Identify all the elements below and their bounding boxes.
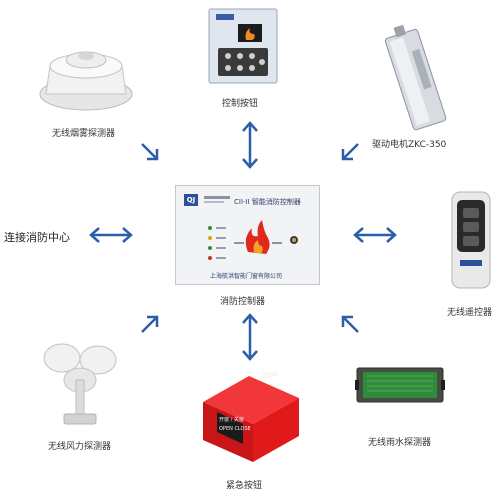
emergency-button-face-bottom: OPEN CLOSE [219, 426, 251, 432]
drive-motor-device [368, 22, 460, 134]
rain-detector-label: 无线雨水探测器 [368, 438, 432, 448]
rain-detector-device [355, 362, 445, 408]
arrow-diagonal-icon [338, 312, 362, 336]
emergency-button-label: 紧急按钮 [226, 481, 263, 491]
emergency-button-device: 开窗 / 关窗 OPEN CLOSE [195, 372, 305, 464]
double-arrow-horizontal-icon [352, 225, 398, 245]
fire-controller-device: QJ CII-II 智能消防控制器 上海航洪智能门窗有限公司 [175, 185, 320, 285]
drive-motor-label: 驱动电机ZKC-350 [372, 140, 447, 150]
remote-control-device [450, 190, 492, 290]
fire-controller-label: 消防控制器 [220, 297, 266, 307]
controller-title: CII-II 智能消防控制器 [234, 198, 301, 206]
double-arrow-horizontal-icon [88, 225, 134, 245]
controller-logo: QJ [186, 196, 196, 204]
arrow-diagonal-icon [138, 312, 162, 336]
controller-company: 上海航洪智能门窗有限公司 [210, 273, 283, 280]
double-arrow-vertical-icon [238, 312, 262, 362]
emergency-button-face-top: 开窗 / 关窗 [219, 417, 244, 423]
wind-detector-device [40, 336, 122, 432]
fire-center-label: 连接消防中心 [4, 231, 70, 244]
smoke-detector-device [36, 38, 136, 116]
double-arrow-vertical-icon [238, 120, 262, 170]
remote-control-label: 无线遥控器 [447, 308, 493, 318]
control-button-label: 控制按钮 [222, 99, 259, 109]
arrow-diagonal-icon [138, 140, 162, 164]
arrow-diagonal-icon [338, 140, 362, 164]
wind-detector-label: 无线风力探测器 [48, 442, 112, 452]
control-button-device [208, 8, 278, 84]
smoke-detector-label: 无线烟雾探测器 [52, 129, 116, 139]
